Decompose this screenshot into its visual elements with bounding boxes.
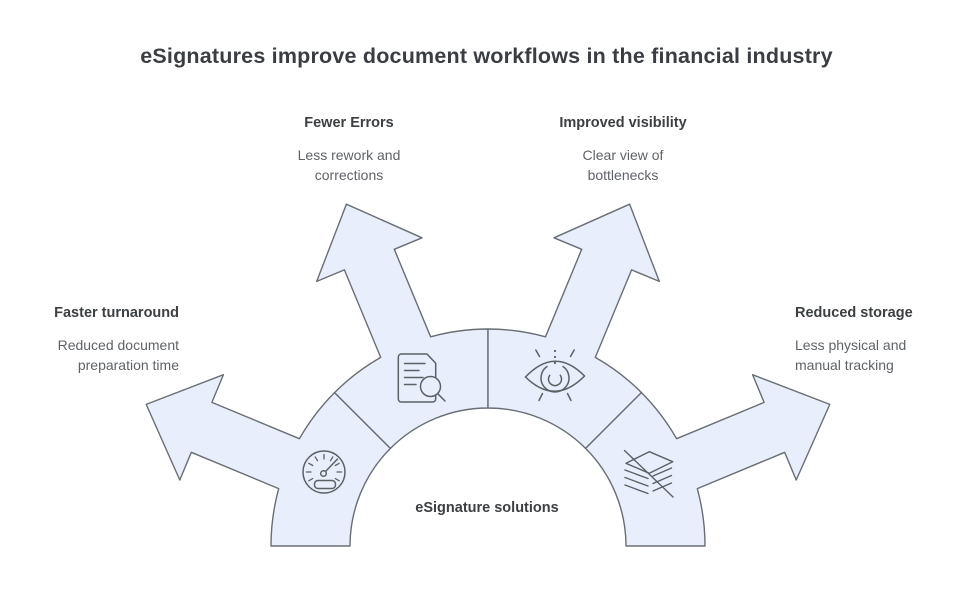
benefit-description: Reduced document preparation time: [57, 337, 179, 373]
benefit-description: Clear view of bottlenecks: [582, 147, 664, 183]
eye-dotted-line: [553, 349, 557, 365]
speedometer-icon: [302, 450, 346, 494]
benefit-heading: Fewer Errors: [304, 115, 394, 131]
center-label: eSignature solutions: [415, 500, 559, 516]
fan-segments: [145, 203, 831, 547]
document-search-icon: [397, 353, 446, 403]
benefit-heading: Reduced storage: [795, 305, 913, 321]
benefit-heading: Improved visibility: [559, 115, 687, 131]
layers-slash-icon: [623, 449, 674, 498]
benefit-improved-visibility: Improved visibility Clear view of bottle…: [508, 113, 738, 185]
segment-arrow-improved-visibility: [487, 203, 660, 450]
benefit-description: Less rework and corrections: [297, 147, 401, 183]
segment-arrow-faster-turnaround: [145, 374, 392, 547]
benefit-faster-turnaround: Faster turnaround Reduced document prepa…: [0, 303, 179, 375]
benefit-reduced-storage: Reduced storage Less physical and manual…: [795, 303, 959, 375]
benefit-fewer-errors: Fewer Errors Less rework and corrections: [234, 113, 464, 185]
segment-arrow-reduced-storage: [584, 374, 831, 547]
benefit-description: Less physical and manual tracking: [795, 337, 907, 373]
benefit-heading: Faster turnaround: [54, 305, 179, 321]
diagram-title: eSignatures improve document workflows i…: [140, 44, 833, 68]
eye-visibility-icon: [524, 349, 586, 402]
segment-arrow-fewer-errors: [316, 203, 489, 450]
speedometer-ticks: [305, 453, 343, 482]
